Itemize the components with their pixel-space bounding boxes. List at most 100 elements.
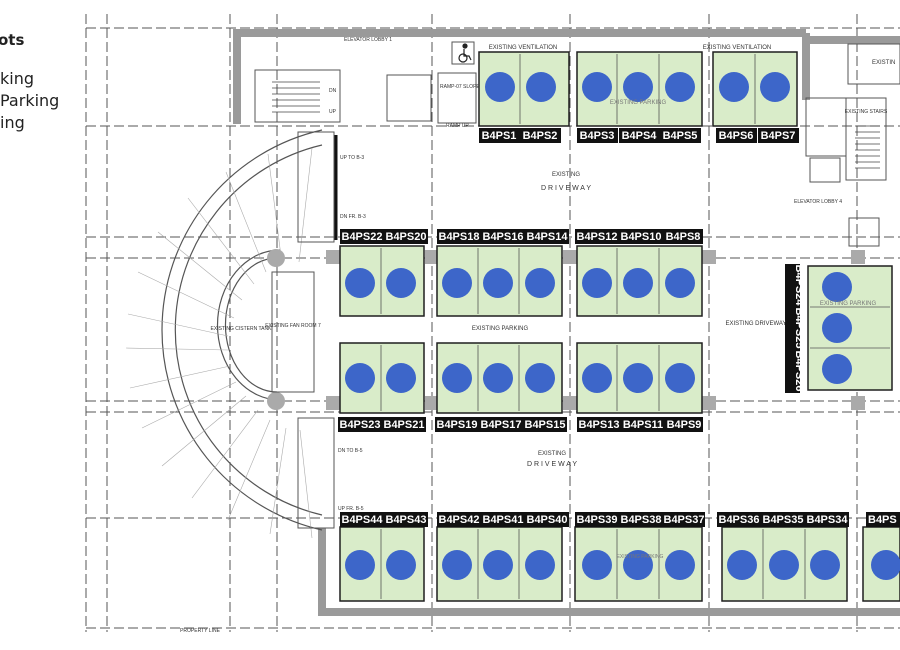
label-tag [437, 229, 481, 244]
ramp-slope-label: RAMP-07 SLOPE [440, 84, 480, 90]
ramp-rib [125, 347, 229, 351]
elevator-room [809, 157, 841, 183]
parking-label: EXISTING PARKING [820, 301, 877, 307]
legend: ots king Parking ing [0, 30, 80, 134]
ramp-inner-edge [224, 257, 278, 393]
stall-circle [483, 550, 513, 580]
stair-label: UP TO B-3 [340, 155, 364, 161]
stair-label: EXISTING STAIRS [845, 109, 888, 115]
stall-label: B4PS16 [483, 231, 524, 243]
stair-label: DN FR. B-3 [340, 214, 366, 220]
stall-label: B4PS23 [340, 419, 381, 431]
column [267, 392, 285, 410]
ramp-rib [141, 381, 237, 429]
ventilation-label: EXISTING VENTILATION [703, 45, 772, 51]
ramp-rib [299, 429, 313, 539]
label-tag [716, 128, 757, 143]
ramp-rib [137, 271, 235, 319]
stall-circle [665, 550, 695, 580]
stair-label: DN [329, 88, 337, 94]
stall-circle [386, 363, 416, 393]
stall-label: B4PS37 [664, 514, 705, 526]
label-tag [479, 128, 520, 143]
column [563, 250, 577, 264]
label-tag [382, 417, 426, 432]
wall [318, 528, 900, 616]
label-tag [340, 229, 384, 244]
accessibility-icon-wheel [458, 53, 468, 63]
column [702, 250, 716, 264]
ramp-rib [227, 419, 271, 521]
stall-circle [665, 72, 695, 102]
label-tag [758, 128, 799, 143]
stall-label: B4PS36 [719, 514, 760, 526]
legend-item: ing [0, 113, 25, 132]
ramp-hatching [125, 147, 313, 539]
ventilation-label: EXISTING VENTILATION [489, 45, 558, 51]
label-tag [525, 512, 569, 527]
stair-room [845, 97, 887, 181]
stall-label: B4PS4 [622, 130, 658, 142]
stair-label: UP FR. B-5 [338, 506, 364, 512]
stall-label: B4PS6 [719, 130, 754, 142]
stall-circle [485, 72, 515, 102]
ramp-outer-edge [161, 129, 323, 531]
ramp-rib [127, 313, 229, 337]
stall-circle [822, 354, 852, 384]
label-tag [665, 417, 703, 432]
stall-circle [810, 550, 840, 580]
columns [267, 249, 865, 410]
stall-dividers [380, 54, 890, 599]
rooms [254, 41, 900, 529]
stall-label: B4PS38 [621, 514, 662, 526]
stall-label: B4PS13 [579, 419, 620, 431]
column [851, 250, 865, 264]
ramp-inner-edge [216, 249, 281, 401]
label-tag [619, 128, 660, 143]
stall-label: B4PS25 [793, 308, 805, 349]
stall-circle [871, 550, 900, 580]
label-tag [805, 512, 849, 527]
label-tag [577, 417, 621, 432]
stall-label: B4PS2 [523, 130, 558, 142]
column [326, 396, 340, 410]
stall-label: B4PS1 [482, 130, 517, 142]
room-label: EXISTIN [872, 60, 895, 66]
stall-circle [345, 268, 375, 298]
accessibility-icon [458, 43, 472, 63]
wall [233, 29, 806, 124]
accessibility-icon-head [462, 43, 468, 49]
label-tag [717, 512, 761, 527]
stall-label: B4PS11 [623, 419, 663, 431]
column [563, 396, 577, 410]
stall-label: B4PS24 [793, 265, 805, 307]
legend-item: Parking [0, 91, 60, 110]
stall-label: B4PS40 [527, 514, 568, 526]
driveway-label: EXISTING [552, 172, 580, 178]
stall-circle [526, 72, 556, 102]
stall-label: B4PS15 [525, 419, 566, 431]
stall-circle [719, 72, 749, 102]
stall-label: B4PS7 [761, 130, 796, 142]
label-tag [575, 229, 619, 244]
stall-label: B4PS39 [577, 514, 618, 526]
column [425, 396, 439, 410]
stall-circle [623, 550, 653, 580]
label-tag [520, 128, 561, 143]
stall-circle [665, 268, 695, 298]
stall-label: B4PS5 [663, 130, 698, 142]
stall-label: B4PS [868, 514, 897, 526]
stall-label: B4PS8 [666, 231, 701, 243]
stall-circle [822, 313, 852, 343]
ramp-rib [269, 427, 287, 535]
label-tag [479, 417, 523, 432]
ramp-rib [191, 409, 259, 499]
label-tag [435, 417, 479, 432]
stall-label: B4PS43 [386, 514, 427, 526]
driveway-label: D R I V E W A Y [527, 461, 577, 468]
stall-circle [760, 72, 790, 102]
trench-room [297, 417, 335, 529]
building-walls [233, 29, 900, 616]
legend-item: king [0, 69, 35, 88]
stall-circle [483, 268, 513, 298]
